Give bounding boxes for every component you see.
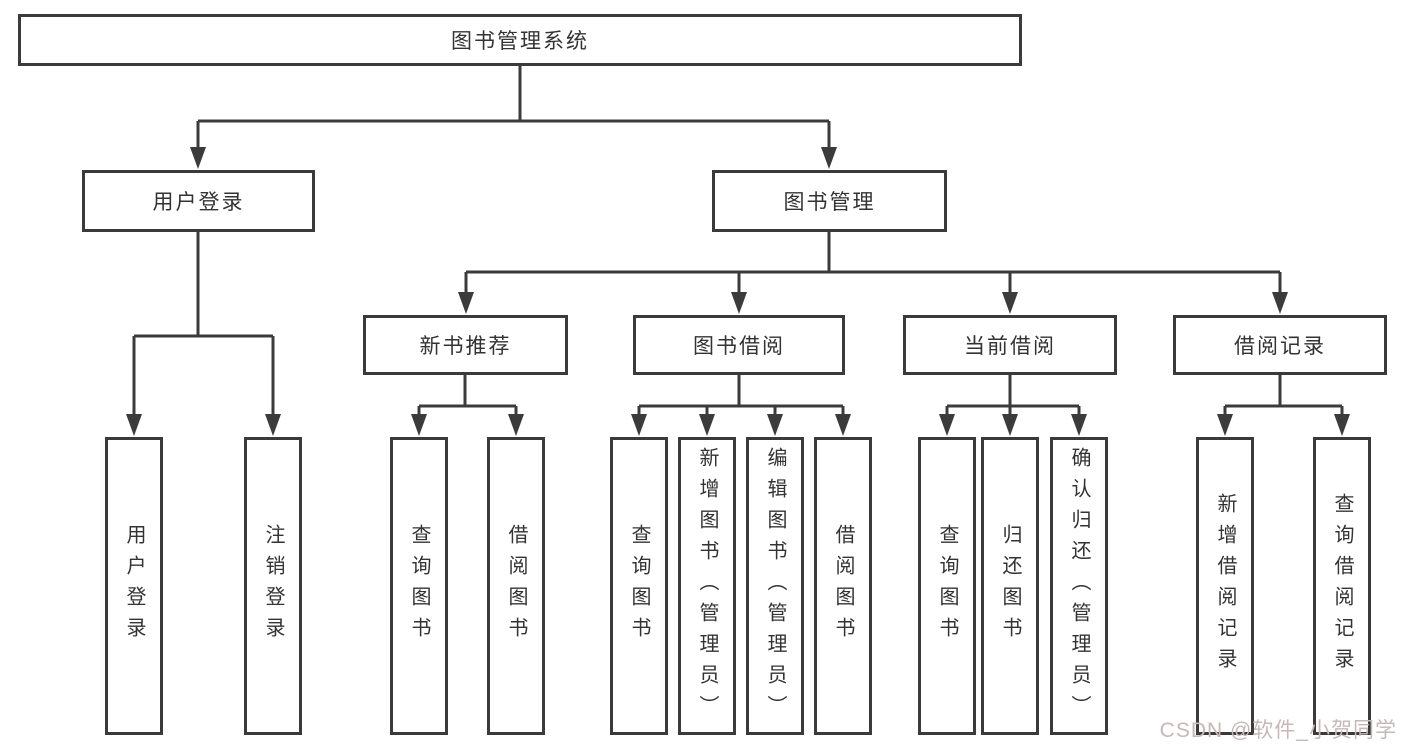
arrowhead xyxy=(939,414,955,436)
arrowhead xyxy=(1272,292,1288,314)
leaf-return-books: 归还图书 xyxy=(981,437,1039,735)
leaf-edit-books-admin: 编辑图书（管理员） xyxy=(746,437,804,735)
arrowhead xyxy=(631,414,647,436)
leaf-query-books-borrow: 查询图书 xyxy=(610,437,668,735)
leaf-add-borrow-record: 新增借阅记录 xyxy=(1196,437,1254,735)
connector-root-to-level2 xyxy=(196,66,831,150)
connector-current-borrow-to-leaves xyxy=(945,375,1081,418)
arrowhead xyxy=(411,414,427,436)
node-borrowing-records: 借阅记录 xyxy=(1173,315,1387,375)
leaf-borrow-books: 借阅图书 xyxy=(814,437,872,735)
arrowhead xyxy=(1002,414,1018,436)
leaf-user-login: 用户登录 xyxy=(105,437,163,735)
arrowhead xyxy=(126,414,142,436)
arrowhead xyxy=(458,292,474,314)
connector-borrow-record-to-leaves xyxy=(1223,375,1344,418)
leaf-add-books-admin: 新增图书（管理员） xyxy=(678,437,736,735)
arrowhead xyxy=(1002,292,1018,314)
arrowhead xyxy=(731,292,747,314)
leaf-borrow-books-recommend: 借阅图书 xyxy=(487,437,545,735)
leaf-confirm-return-admin: 确认归还（管理员） xyxy=(1050,437,1108,735)
arrowhead xyxy=(767,414,783,436)
leaf-query-books-recommend: 查询图书 xyxy=(390,437,448,735)
node-book-borrowing: 图书借阅 xyxy=(633,315,845,375)
arrowhead xyxy=(821,147,837,169)
arrowhead xyxy=(835,414,851,436)
arrowhead xyxy=(699,414,715,436)
arrowhead xyxy=(265,414,281,436)
node-new-book-recommendation: 新书推荐 xyxy=(363,315,568,375)
leaf-logout: 注销登录 xyxy=(244,437,302,735)
arrowhead xyxy=(508,414,524,436)
node-current-borrowing: 当前借阅 xyxy=(903,315,1117,375)
connector-new-book-rec-to-leaves xyxy=(417,375,518,418)
node-user-login: 用户登录 xyxy=(82,170,315,232)
node-library-system: 图书管理系统 xyxy=(18,14,1022,66)
arrowheads xyxy=(126,147,1350,436)
arrowhead xyxy=(1334,414,1350,436)
node-book-management: 图书管理 xyxy=(712,170,947,232)
arrowhead xyxy=(1071,414,1087,436)
arrowhead xyxy=(190,147,206,169)
connector-book-mgmt-to-level3 xyxy=(464,232,1282,294)
arrowhead xyxy=(1217,414,1233,436)
leaf-query-borrow-record: 查询借阅记录 xyxy=(1313,437,1371,735)
connector-book-borrow-to-leaves xyxy=(637,375,845,418)
connector-user-login-to-leaves xyxy=(132,232,275,418)
leaf-query-books-current: 查询图书 xyxy=(918,437,976,735)
csdn-watermark: CSDN @软件_小贺同学 xyxy=(1159,719,1397,742)
